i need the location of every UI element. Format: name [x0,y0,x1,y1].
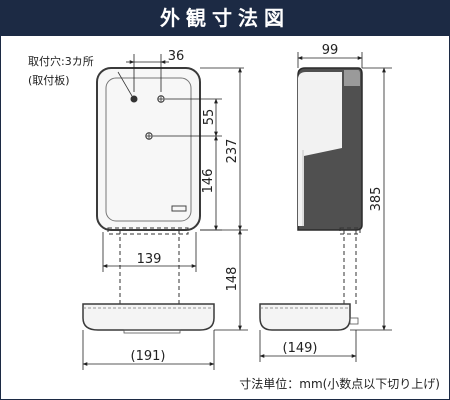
dim-label-146: 146 [201,169,216,194]
hole-leader [117,71,133,97]
dim-label-139: 139 [137,252,162,267]
side-view: 99 385 (149) [259,43,392,362]
dim-label-237: 237 [225,139,240,164]
dim-139 [102,232,197,272]
dim-191 [82,330,215,370]
dim-385 [350,67,392,331]
mount-plate [96,67,201,231]
front-view: 36 55 146 237 148 [82,49,248,370]
side-base [259,303,359,331]
dim-label-191: (191) [131,349,166,364]
dim-55 [153,98,222,137]
mount-plate-label: (取付板) [28,74,70,87]
unit-note: 寸法単位：mm(小数点以下切り上げ) [239,377,440,391]
mount-holes-label: 取付穴:3カ所 [28,55,94,68]
page-title: 外観寸法図 [160,6,290,30]
dim-99 [297,52,363,68]
dim-148 [214,229,248,331]
title-bar: 外観寸法図 [0,0,450,36]
dim-label-148: 148 [225,267,240,292]
dim-36 [126,54,169,92]
dim-label-99: 99 [322,43,339,58]
mount-plate-inner [105,77,192,222]
dim-149 [259,330,357,362]
front-base [82,303,215,334]
side-pole-dashed [339,227,361,304]
mount-hole-left [130,95,138,103]
mount-hole-right [157,95,165,103]
dim-label-36: 36 [168,49,185,64]
latch [171,205,187,212]
dim-label-385: 385 [369,187,384,212]
dim-label-55: 55 [202,109,217,126]
mount-holes-note: 取付穴:3カ所 (取付板) [28,52,94,90]
side-face [298,72,342,226]
dim-label-149: (149) [283,341,318,356]
dim-237 [200,67,248,231]
mount-hole-bottom [145,132,153,140]
